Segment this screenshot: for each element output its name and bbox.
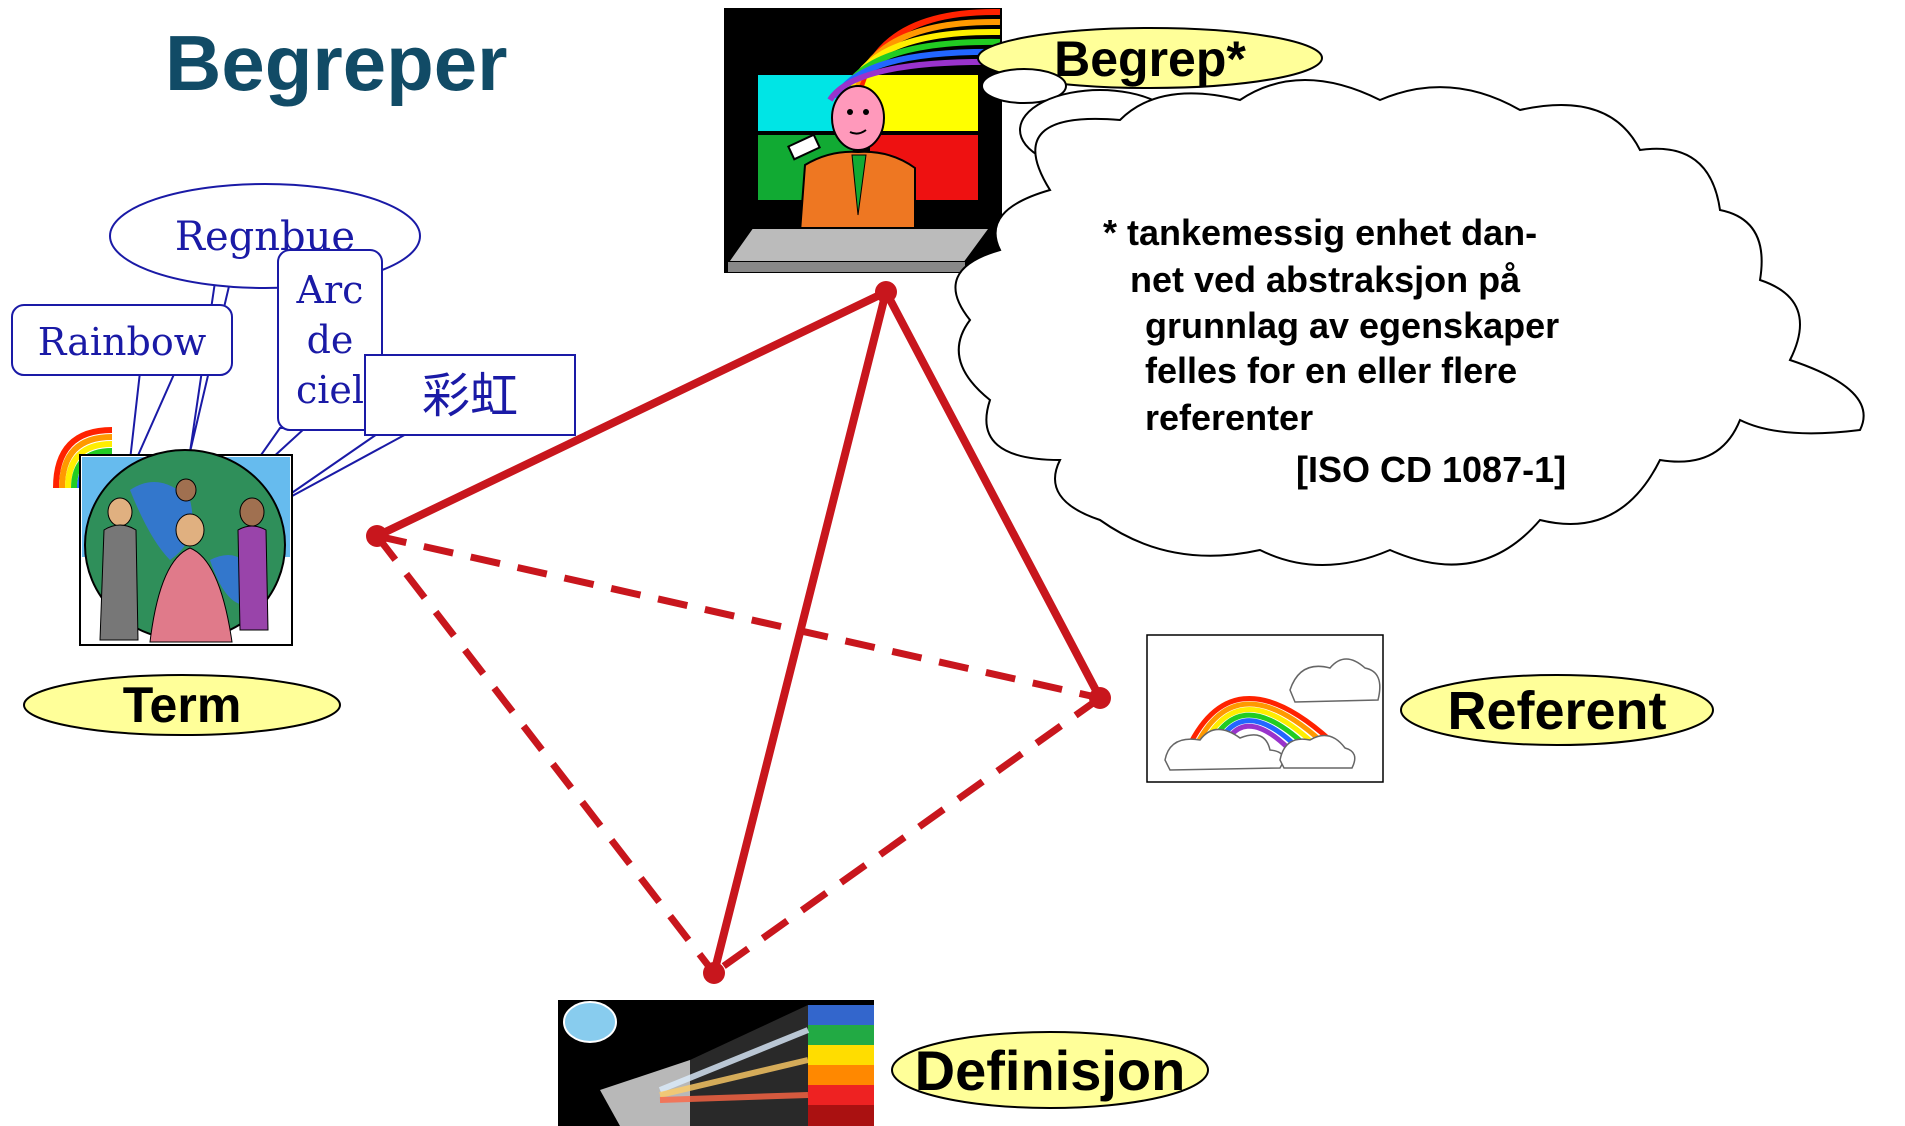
cloud-text-line-2: net ved abstraksjon på [1130,259,1521,300]
bubble-chinese-text: 彩虹 [422,368,518,424]
concept-label: Begrep* [1054,31,1246,87]
definition-label: Definisjon [915,1039,1186,1102]
edge-concept-term [373,288,890,540]
vertex-term [366,525,388,547]
referent-node: Referent [1400,674,1714,746]
bubble-arc-line-3: ciel [296,368,364,412]
term-speech-bubbles: Regnbue Rainbow Arc de ciel 彩虹 [11,183,576,509]
vertex-definition [703,962,725,984]
definition-label-oval [891,1031,1209,1109]
vertex-referent [1089,687,1111,709]
vertex-concept [875,281,897,303]
bubble-arc-de-ciel [277,249,383,431]
term-clipart [53,427,293,646]
definition-node: Definisjon [891,1031,1209,1109]
edge-term-referent [376,532,1101,702]
term-label-oval [23,674,341,736]
bubble-arc-line-2: de [307,318,354,362]
concept-clipart [724,8,1002,273]
definition-thought-cloud: * tankemessig enhet dan- net ved abstrak… [954,68,1865,566]
bubble-rainbow-text: Rainbow [38,320,207,364]
concept-tetrahedron [366,281,1111,984]
edge-referent-definition [711,695,1103,976]
referent-label-oval [1400,674,1714,746]
thought-cloud-shape [954,79,1865,566]
definition-clipart [558,1000,874,1126]
bubble-chinese [364,354,576,436]
cloud-text-line-3: grunnlag av egenskaper [1145,305,1559,346]
page-title: Begreper [165,19,507,107]
cloud-text-line-1: * tankemessig enhet dan- [1103,212,1537,253]
thought-bubble-small [981,68,1067,104]
referent-clipart [1146,634,1384,783]
term-node: Term [23,674,341,736]
cloud-text-line-4: felles for en eller flere [1145,350,1517,391]
concept-label-oval [977,27,1323,89]
term-label: Term [123,677,242,733]
edge-term-definition [374,533,717,976]
cloud-text-source: [ISO CD 1087-1] [1296,449,1566,490]
cloud-text-line-5: referenter [1145,397,1313,438]
bubble-arc-line-1: Arc [296,268,364,312]
bubble-rainbow [11,304,233,376]
edge-concept-referent [882,288,1104,702]
referent-label: Referent [1447,681,1666,741]
concept-node: Begrep* [977,27,1323,89]
